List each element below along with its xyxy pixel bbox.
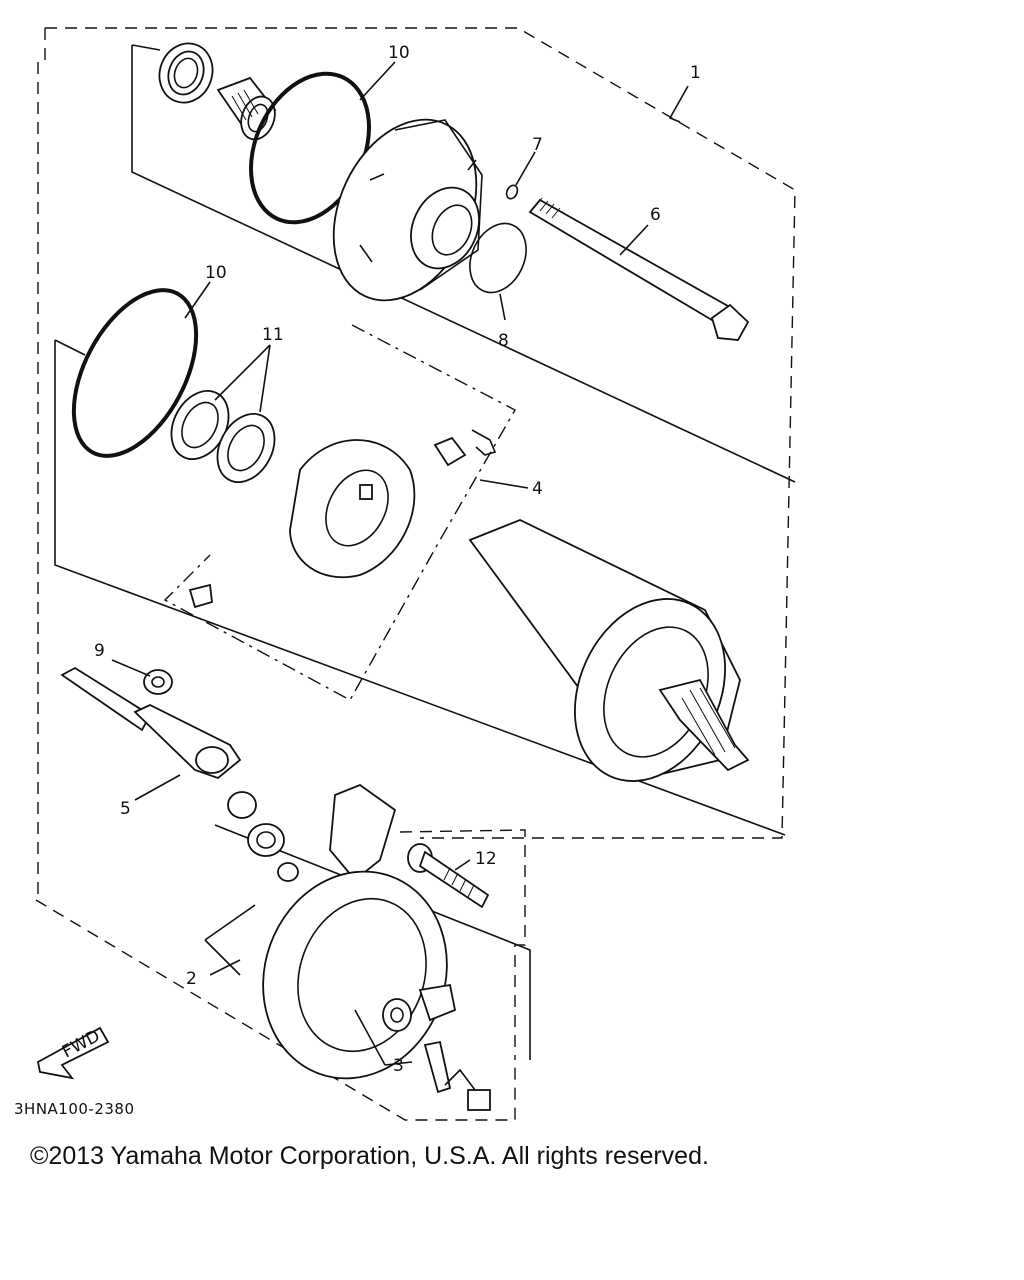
- callout-10a: 10: [388, 43, 410, 63]
- through-bolt: [528, 197, 750, 341]
- callout-5: 5: [120, 799, 131, 819]
- assembly-boundary: [33, 27, 796, 1121]
- callout-3: 3: [393, 1056, 404, 1076]
- washers: [170, 390, 276, 483]
- oil-seal: [158, 42, 214, 104]
- callout-7: 7: [532, 135, 543, 155]
- lead-wire: [60, 666, 242, 780]
- callout-10b: 10: [205, 263, 227, 283]
- mounting-bolt: [407, 843, 490, 909]
- callout-1: 1: [690, 63, 701, 83]
- copyright-notice: ©2013 Yamaha Motor Corporation, U.S.A. A…: [30, 1142, 709, 1170]
- brush-group-boundary: [163, 324, 516, 701]
- brush-spring: [188, 583, 213, 609]
- callout-6: 6: [650, 205, 661, 225]
- terminal-bolt: [423, 1040, 491, 1111]
- brush: [433, 429, 497, 467]
- rear-cover-bracket: [214, 824, 531, 1060]
- fwd-label: FWD: [59, 1026, 103, 1062]
- front-cover-bracket: [54, 44, 796, 836]
- callout-11: 11: [262, 325, 284, 345]
- callout-9: 9: [94, 641, 105, 661]
- o-ring-8: [469, 222, 527, 294]
- terminal-washers: [227, 791, 299, 882]
- drawing-reference-code: 3HNA100-2380: [14, 1100, 135, 1118]
- rear-cover-boundary: [399, 829, 526, 1060]
- fwd-arrow-icon: FWD: [36, 1026, 110, 1080]
- front-cover: [332, 118, 483, 302]
- brush-plate: [289, 439, 416, 579]
- yoke: [468, 519, 750, 782]
- callout-12: 12: [475, 849, 497, 869]
- callout-4: 4: [532, 479, 543, 499]
- rear-cover: [204, 783, 457, 1080]
- small-o-ring: [505, 184, 519, 200]
- callout-2: 2: [186, 969, 197, 989]
- leader-lines: [111, 61, 689, 1066]
- needle-bearing: [216, 76, 277, 141]
- o-ring-lower: [71, 288, 199, 458]
- callout-8: 8: [498, 331, 509, 351]
